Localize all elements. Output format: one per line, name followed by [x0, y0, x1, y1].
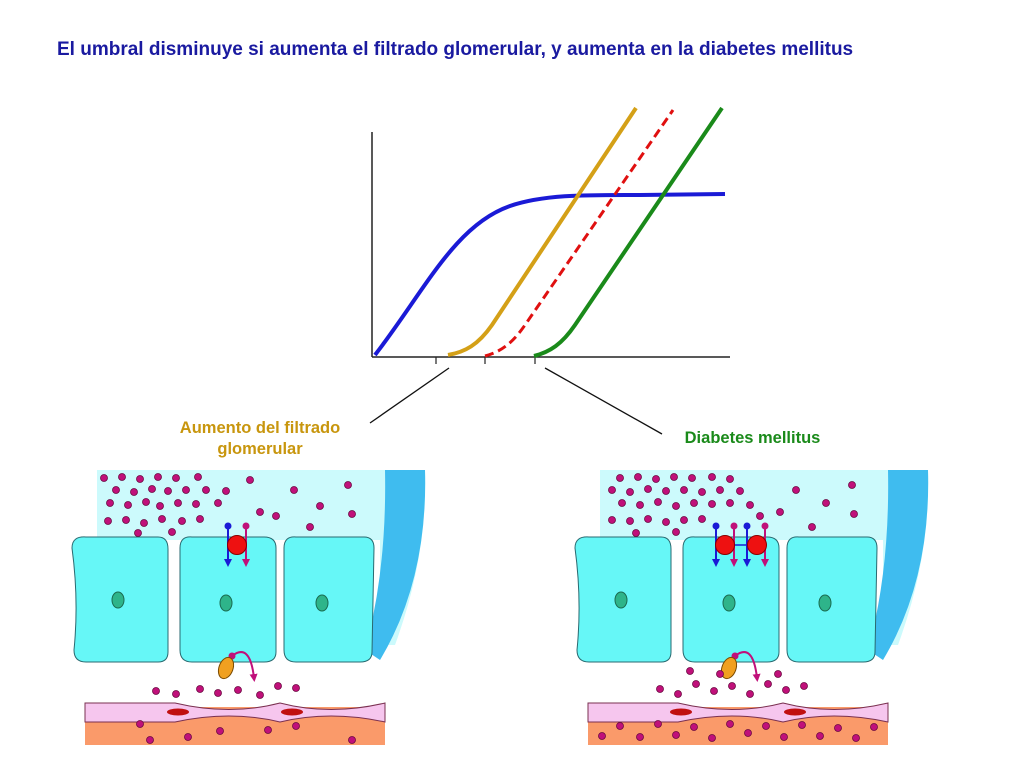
tubule-panel-diabetes: [574, 470, 929, 745]
cell-nucleus: [315, 594, 329, 612]
tubule-lumen: [600, 470, 929, 645]
cell-nucleus: [722, 594, 736, 612]
tubule-lumen: [97, 470, 426, 645]
red-blood-cell: [670, 708, 692, 716]
diabetes-label: Diabetes mellitus: [684, 429, 821, 447]
glucose-molecule: [761, 522, 769, 530]
capillary-wall: [587, 702, 889, 723]
glucose-molecule: [730, 522, 738, 530]
red-blood-cell: [167, 708, 189, 716]
callout-line-gfr: [369, 367, 450, 424]
tubule-outer-wall: [365, 470, 426, 660]
threshold-graph: [369, 106, 730, 435]
sglt-transporter: [715, 535, 735, 555]
red-blood-cell: [281, 708, 303, 716]
interstitial-glucose: [598, 667, 878, 742]
slide-title: El umbral disminuye si aumenta el filtra…: [57, 39, 854, 60]
lumen-glucose: [608, 473, 858, 537]
callout-line-diabetes: [544, 367, 663, 435]
glut-transporter: [217, 656, 235, 680]
reabsorption-curve: [373, 192, 726, 357]
normal-excretion-curve: [484, 109, 675, 358]
gfr-excretion-curve: [447, 106, 638, 357]
sglt-transporter: [747, 535, 767, 555]
tubule-panel-gfr: [71, 470, 426, 745]
lumen-glucose: [100, 473, 356, 537]
capillary-wall: [84, 702, 386, 723]
tubule-outer-wall: [868, 470, 929, 660]
sodium-ion: [224, 522, 232, 530]
gfr-increase-label: Aumento del filtrado glomerular: [179, 419, 341, 458]
interstitial-glucose: [136, 682, 356, 744]
red-blood-cell: [784, 708, 806, 716]
sodium-ion: [712, 522, 720, 530]
sodium-ion: [743, 522, 751, 530]
sglt-transporter: [227, 535, 247, 555]
epithelial-cell: [786, 536, 878, 663]
diabetes-excretion-curve: [533, 106, 724, 358]
cell-nucleus: [111, 591, 125, 609]
glut-transporter: [720, 656, 738, 680]
cell-nucleus: [614, 591, 628, 609]
glucose-molecule: [242, 522, 250, 530]
cell-nucleus: [219, 594, 233, 612]
cell-nucleus: [818, 594, 832, 612]
epithelial-cell: [283, 536, 375, 663]
